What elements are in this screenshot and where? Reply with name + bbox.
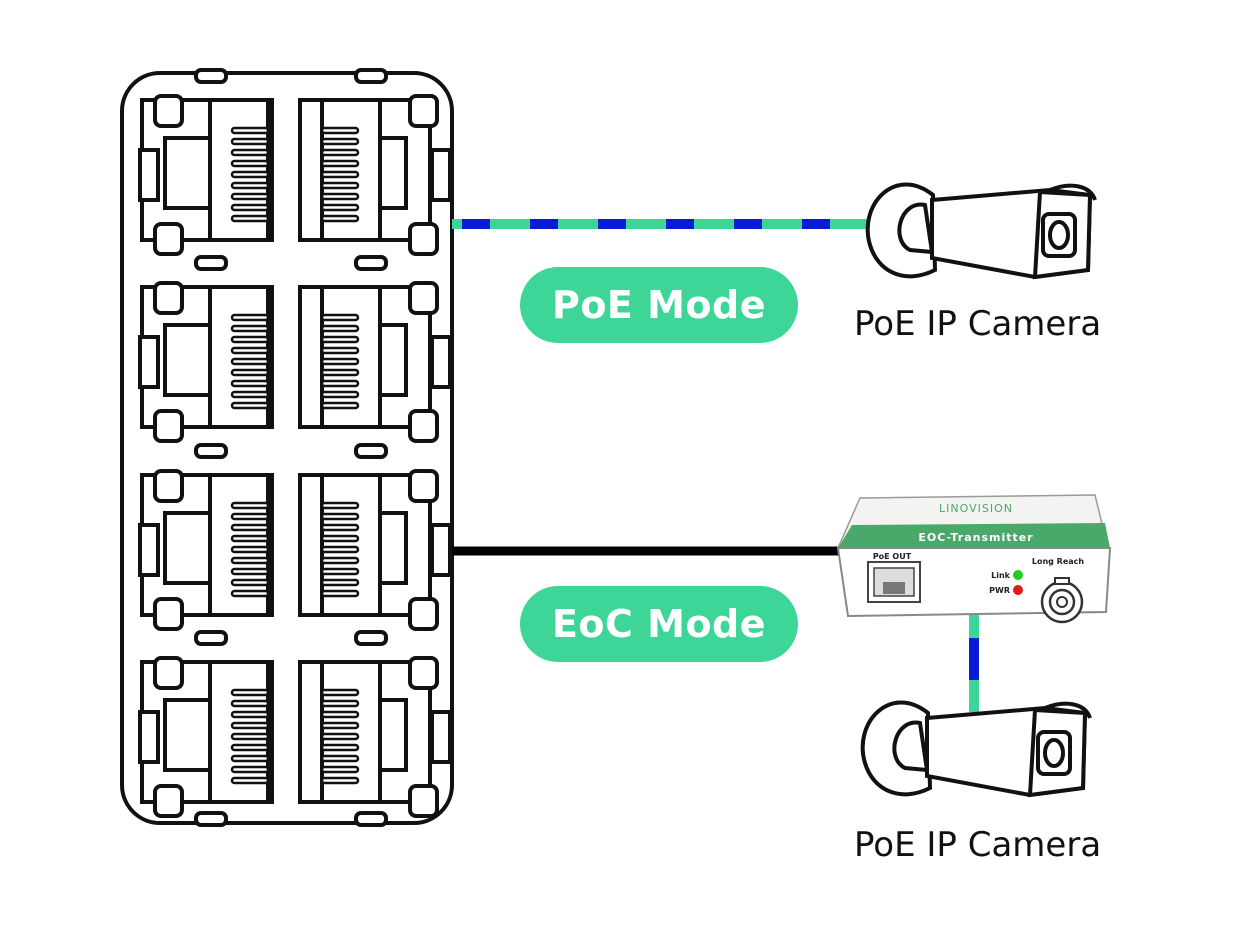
eoc-transmitter: LINOVISION EOC-Transmitter PoE OUT Link … xyxy=(836,494,1112,624)
ethernet-port-icon xyxy=(138,94,274,256)
poe-mode-badge: PoE Mode xyxy=(520,267,798,343)
pwr-indicator-label: PWR xyxy=(989,586,1010,595)
pwr-led-icon xyxy=(1013,585,1023,595)
eoc-mode-badge: EoC Mode xyxy=(520,586,798,662)
link-led-icon xyxy=(1013,570,1023,580)
transmitter-brand: LINOVISION xyxy=(939,502,1013,515)
camera-bottom-label: PoE IP Camera xyxy=(854,825,1102,865)
ethernet-port-icon xyxy=(298,94,452,256)
ethernet-port-icon xyxy=(138,469,274,631)
camera-top-icon xyxy=(865,182,1097,280)
bnc-connector-icon xyxy=(1040,577,1084,624)
camera-bottom-icon xyxy=(860,700,1092,798)
ethernet-port-icon xyxy=(298,656,452,818)
transmitter-name: EOC-Transmitter xyxy=(918,531,1033,544)
ethernet-port-icon xyxy=(298,469,452,631)
connector-label: Long Reach xyxy=(1032,557,1085,566)
link-indicator-label: Link xyxy=(991,571,1011,580)
switch-panel xyxy=(120,68,454,827)
transmitter-top-band xyxy=(838,523,1110,548)
ethernet-port-icon xyxy=(138,281,274,443)
ethernet-port-icon xyxy=(298,281,452,443)
port-label: PoE OUT xyxy=(873,552,912,561)
camera-top-label: PoE IP Camera xyxy=(854,304,1102,344)
ethernet-port-icon xyxy=(138,656,274,818)
